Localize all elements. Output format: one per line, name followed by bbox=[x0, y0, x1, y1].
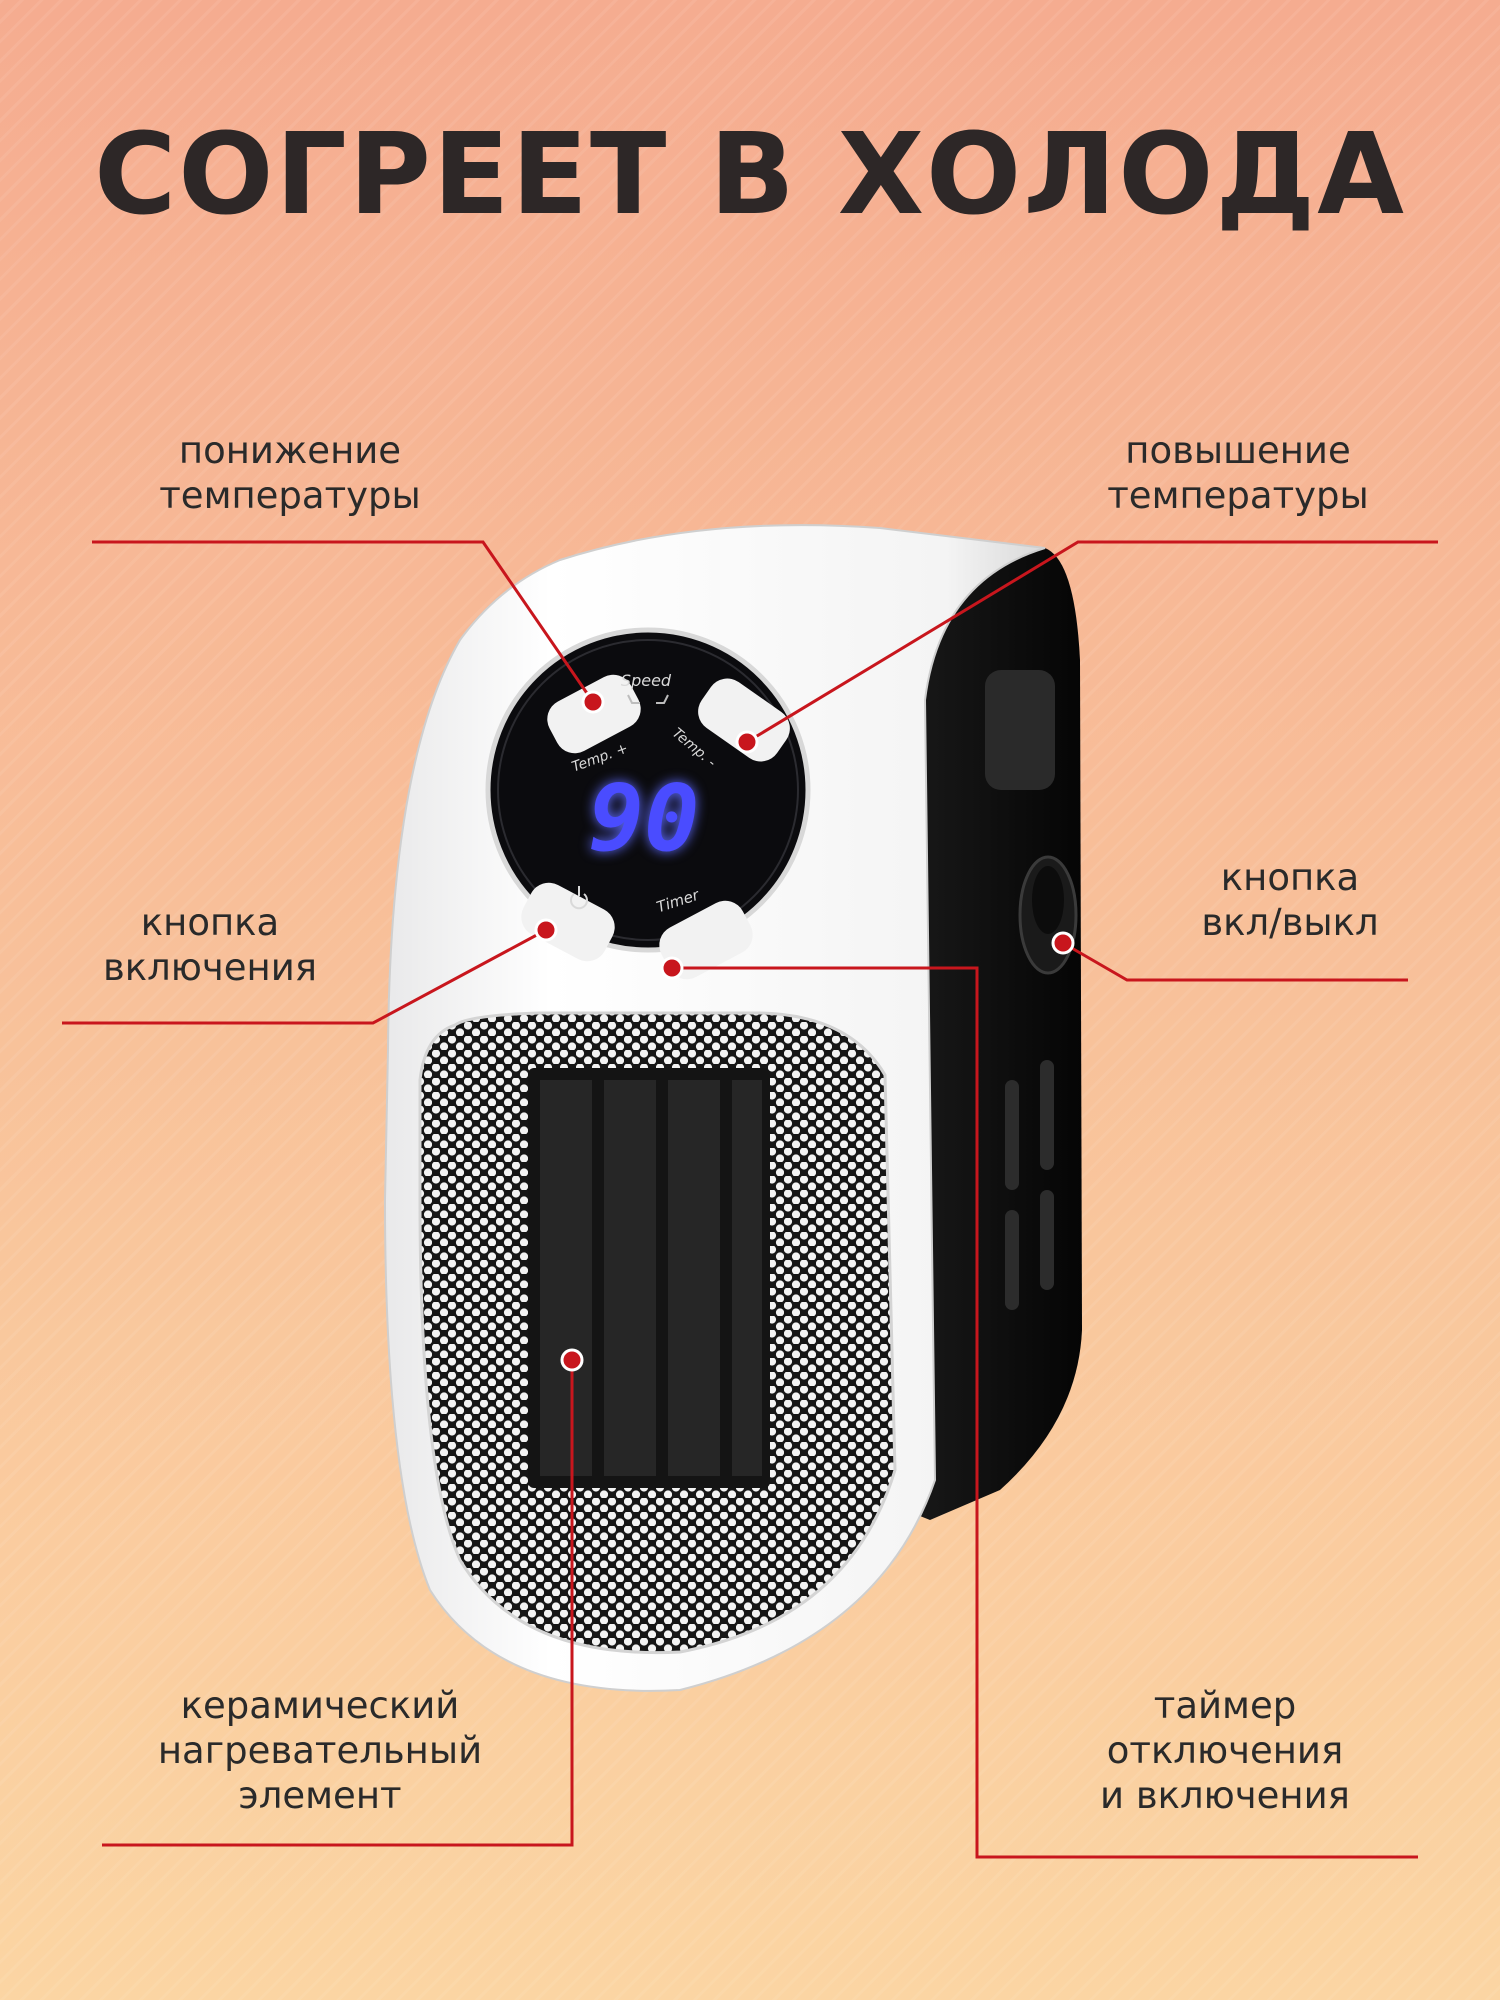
callout-line-temp-down bbox=[92, 540, 595, 703]
temp-minus-button[interactable] bbox=[690, 671, 797, 770]
speed-label: Speed bbox=[621, 671, 672, 690]
callout-dot-power bbox=[534, 918, 558, 942]
power-symbol-icon bbox=[570, 886, 588, 910]
callout-dot-ceramic bbox=[560, 1348, 584, 1372]
callout-onoff-switch: кнопка вкл/выкл bbox=[1201, 856, 1379, 944]
callout-dot-onoff bbox=[1051, 931, 1075, 955]
callout-temp-down: понижение температуры bbox=[159, 429, 421, 517]
power-button[interactable] bbox=[514, 876, 622, 969]
ceramic-heating-element bbox=[528, 1068, 770, 1488]
callout-line-timer bbox=[672, 966, 1418, 1859]
callout-dot-temp-up bbox=[735, 730, 759, 754]
callout-line-ceramic bbox=[102, 1360, 574, 1847]
callout-dot-temp-down bbox=[581, 690, 605, 714]
side-vent-top bbox=[985, 670, 1055, 790]
display-readout: 90 bbox=[589, 765, 700, 872]
headline: СОГРЕЕТ В ХОЛОДА bbox=[94, 110, 1406, 240]
side-vents bbox=[1005, 1060, 1054, 1310]
temp-plus-button[interactable] bbox=[540, 668, 648, 761]
callout-dot-timer bbox=[660, 956, 684, 980]
callout-power-button: кнопка включения bbox=[102, 901, 318, 989]
timer-button[interactable] bbox=[652, 894, 760, 987]
callout-ceramic-element: керамический нагревательный элемент bbox=[157, 1684, 483, 1817]
callout-line-onoff bbox=[1062, 941, 1408, 982]
callout-line-temp-up bbox=[746, 540, 1438, 744]
speed-marks-icon bbox=[627, 694, 669, 704]
callout-line-power bbox=[62, 928, 547, 1025]
callout-timer: таймер отключения и включения bbox=[1100, 1684, 1350, 1817]
callout-temp-up: повышение температуры bbox=[1107, 429, 1369, 517]
